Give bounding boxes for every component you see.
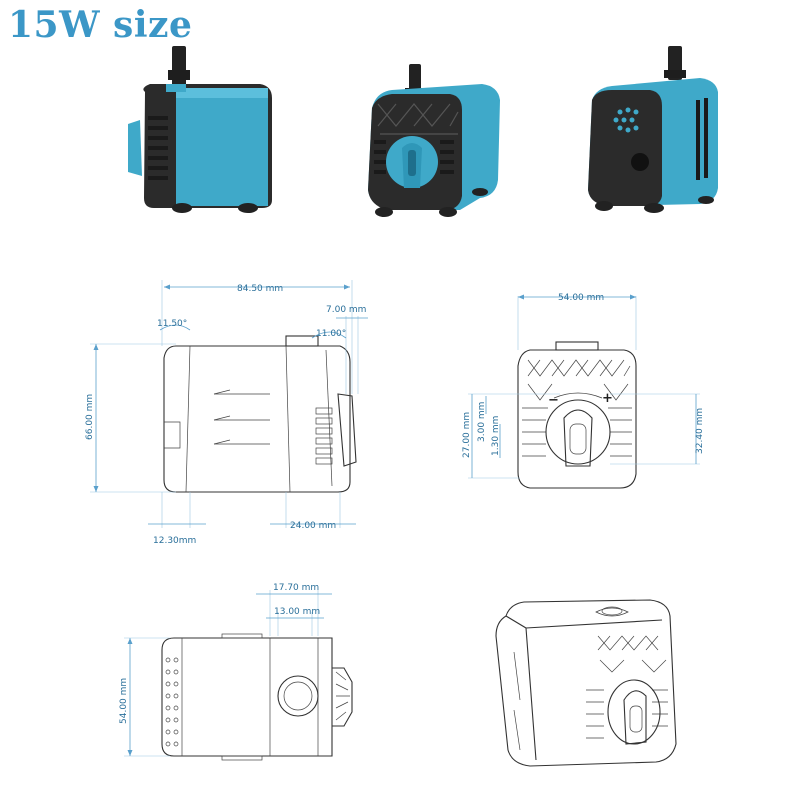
dim-outer-port: 17.70 mm [273,583,319,593]
page-title: 15W size [8,4,193,46]
dim-bottom-left: 12.30mm [153,536,196,546]
minus-symbol: − [548,393,559,408]
dim-gap-b: 1.30 mm [491,416,501,456]
dim-overall-length: 84.50 mm [237,284,283,294]
pump-photo-side [128,46,272,213]
dim-height: 66.00 mm [85,394,95,440]
dim-front-width: 54.00 mm [558,293,604,303]
dim-angle-right: 11.00° [316,329,346,339]
dim-gap-a: 3.00 mm [477,402,487,442]
pump-photo-back [588,46,718,213]
dim-bottom-right: 24.00 mm [290,521,336,531]
isometric-drawing [495,599,677,767]
front-view-drawing [468,294,700,489]
dim-knob-height: 32.40 mm [695,408,705,454]
top-view-drawing [124,590,353,761]
dim-angle-left: 11.50° [157,319,187,329]
dim-inner-port: 13.00 mm [274,607,320,617]
pump-photo-front [368,64,500,217]
side-view-drawing [90,280,368,528]
dim-outlet-height: 27.00 mm [462,412,472,458]
dim-knob-depth: 7.00 mm [326,305,366,315]
dim-top-width: 54.00 mm [119,678,129,724]
plus-symbol: + [602,391,613,406]
